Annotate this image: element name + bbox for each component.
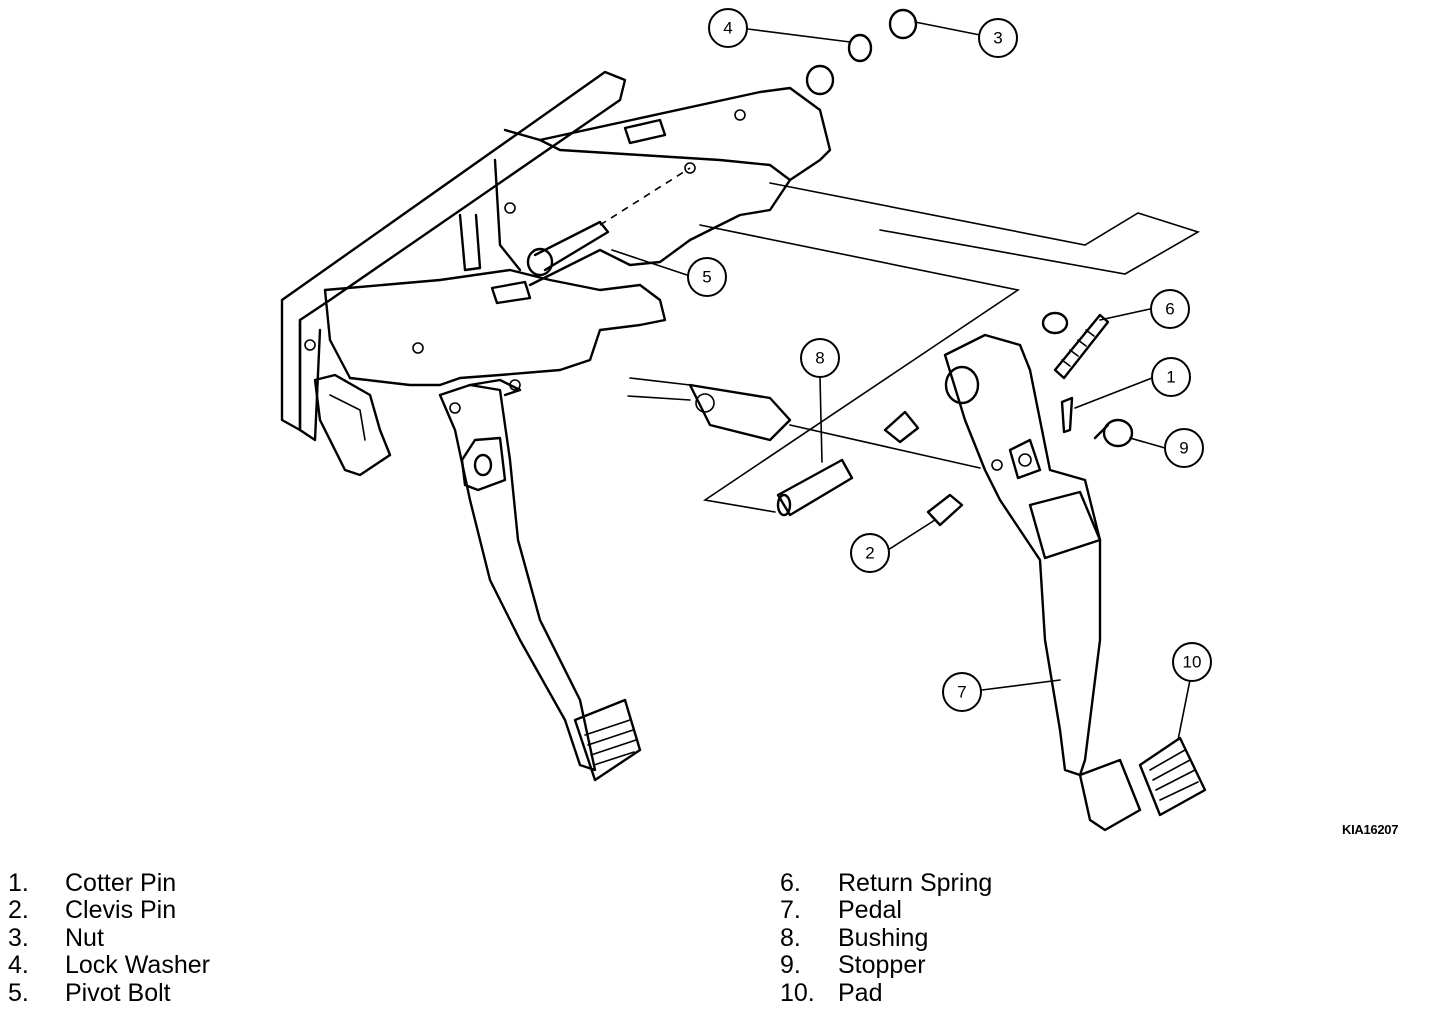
svg-text:8: 8 (815, 349, 824, 368)
legend-number: 10. (780, 978, 815, 1007)
callout-10: 10 (1172, 642, 1212, 682)
legend-label: Clevis Pin (65, 896, 177, 925)
legend-label: Stopper (838, 951, 926, 980)
svg-text:9: 9 (1179, 439, 1188, 458)
left-pedal-pad (573, 698, 642, 782)
svg-text:1: 1 (1166, 368, 1175, 387)
leader-lines (611, 21, 1191, 741)
svg-text:2: 2 (865, 544, 874, 563)
legend-label: Nut (65, 923, 104, 952)
legend-label: Pad (838, 978, 883, 1007)
bushing (776, 458, 854, 517)
legend-label: Lock Washer (65, 951, 210, 980)
callout-3: 3 (978, 18, 1018, 58)
legend-number: 9. (780, 951, 801, 980)
svg-text:7: 7 (957, 683, 966, 702)
callout-2: 2 (850, 533, 890, 573)
callout-9: 9 (1164, 428, 1204, 468)
legend-item: 1. Cotter Pin (8, 869, 210, 897)
legend-number: 2. (8, 896, 29, 925)
hardware (805, 8, 1134, 527)
svg-text:6: 6 (1165, 300, 1174, 319)
legend-label: Cotter Pin (65, 869, 177, 897)
reference-planes (627, 182, 1200, 513)
svg-text:3: 3 (993, 29, 1002, 48)
legend-item: 5. Pivot Bolt (8, 978, 210, 1007)
callout-8: 8 (800, 338, 840, 378)
callout-5: 5 (687, 257, 727, 297)
legend-number: 7. (780, 896, 801, 925)
callout-7: 7 (942, 672, 982, 712)
legend-item: 2. Clevis Pin (8, 896, 210, 925)
legend-item: 10. Pad (780, 978, 992, 1007)
parts-legend-left: 1. Cotter Pin 2. Clevis Pin 3. Nut 4. Lock W… (8, 869, 210, 1007)
parts-legend-right: 6. Return Spring 7. Pedal 8. Bushing 9. Stop… (780, 869, 993, 1007)
legend-item: 7. Pedal (780, 896, 992, 925)
left-pedal (438, 378, 597, 772)
clevis-rod (688, 383, 981, 469)
callout-4: 4 (708, 8, 748, 48)
legend-number: 4. (8, 951, 29, 980)
svg-text:10: 10 (1183, 653, 1202, 672)
legend-label: Bushing (838, 923, 929, 952)
legend-number: 6. (780, 869, 801, 897)
svg-text:5: 5 (702, 268, 711, 287)
legend-number: 8. (780, 923, 801, 952)
legend-item: 9. Stopper (780, 951, 992, 980)
legend-label: Pedal (838, 896, 902, 925)
figure-reference-code: KIA16207 (1342, 822, 1399, 837)
callout-1: 1 (1151, 357, 1191, 397)
legend-item: 8. Bushing (780, 923, 992, 952)
legend-item: 4. Lock Washer (8, 951, 210, 980)
legend-label: Return Spring (838, 869, 993, 897)
legend-label: Pivot Bolt (65, 978, 171, 1007)
legend-number: 3. (8, 923, 29, 952)
pedal-bracket (280, 70, 832, 477)
pivot-bolt (526, 167, 691, 277)
legend-number: 5. (8, 978, 29, 1007)
legend-number: 1. (8, 869, 29, 897)
right-pedal-exploded (943, 333, 1102, 777)
right-pedal-pad (1078, 736, 1207, 832)
legend-item: 3. Nut (8, 923, 210, 952)
legend-item: 6. Return Spring (780, 869, 993, 897)
callout-6: 6 (1150, 289, 1190, 329)
pedal-assembly-diagram: 4 3 5 6 1 9 8 2 7 10 (280, 8, 1212, 832)
svg-text:4: 4 (723, 19, 732, 38)
